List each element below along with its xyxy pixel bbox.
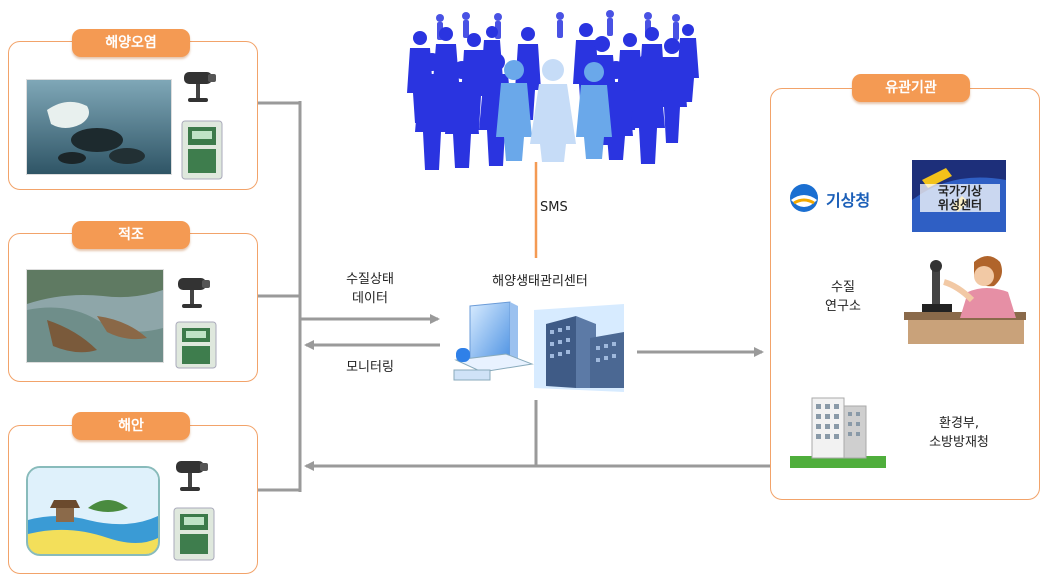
cctv-camera-icon bbox=[174, 272, 214, 316]
tag-coast: 해안 bbox=[72, 412, 190, 440]
cctv-camera-icon bbox=[180, 66, 220, 110]
sensor-device-icon bbox=[180, 119, 224, 181]
satellite-center-logo: 국가기상 위성센터 bbox=[912, 160, 1006, 232]
cctv-camera-icon bbox=[172, 455, 212, 499]
water-quality-lab-label: 수질 연구소 bbox=[825, 280, 861, 314]
red-tide-aerial-photo bbox=[26, 269, 164, 363]
satellite-center-logo-text: 국가기상 위성센터 bbox=[920, 184, 1000, 212]
tag-related-agencies: 유관기관 bbox=[852, 74, 970, 102]
sms-label: SMS bbox=[540, 200, 568, 215]
sensor-device-icon bbox=[172, 506, 216, 562]
kma-logo: 기상청 bbox=[786, 180, 886, 216]
left-bus-line bbox=[258, 101, 302, 492]
center-title: 해양생태관리센터 bbox=[492, 274, 588, 289]
data-in-label: 수질상태 데이터 bbox=[346, 272, 394, 306]
ministry-label: 환경부, 소방방재청 bbox=[929, 416, 989, 450]
kma-logo-text: 기상청 bbox=[826, 191, 871, 210]
monitoring-label: 모니터링 bbox=[346, 360, 394, 375]
tag-marine-pollution: 해양오염 bbox=[72, 29, 190, 57]
computer-icon bbox=[450, 300, 540, 390]
researcher-microscope-illustration bbox=[904, 248, 1026, 346]
sensor-device-icon bbox=[174, 320, 218, 370]
tag-red-tide: 적조 bbox=[72, 221, 190, 249]
coast-illustration bbox=[26, 466, 160, 556]
building-icon bbox=[532, 300, 634, 396]
government-building-icon bbox=[790, 386, 886, 470]
oil-spill-photo bbox=[26, 79, 172, 175]
